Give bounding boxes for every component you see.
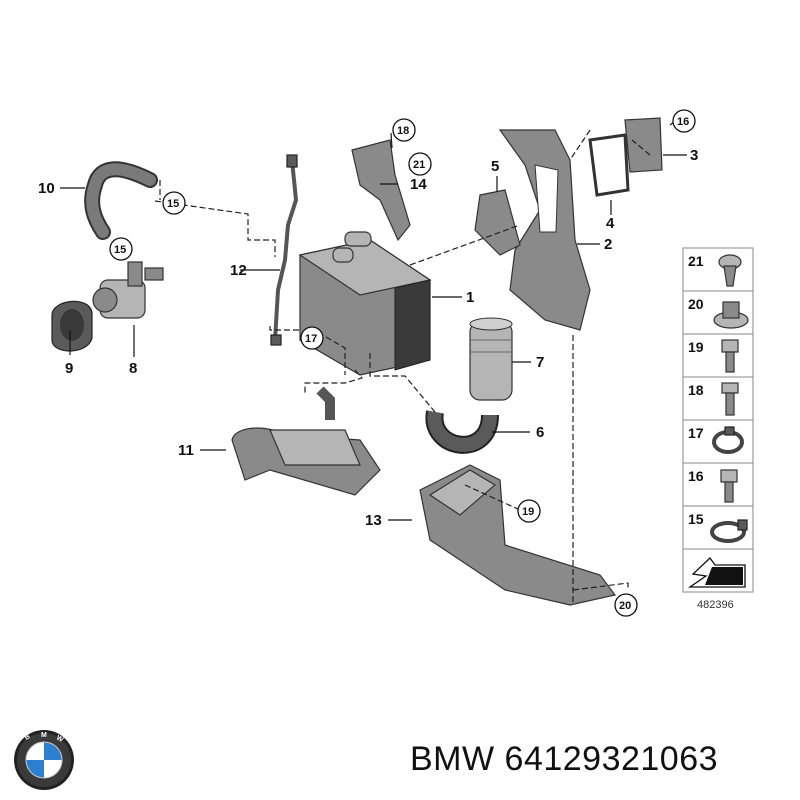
callout-7: 7 [536, 354, 544, 371]
part-number-caption: BMW 64129321063 [410, 740, 719, 778]
callout-8: 8 [129, 360, 137, 377]
filter-part-7 [469, 317, 513, 401]
bolt-16-icon [720, 469, 738, 503]
mount-part-3 [624, 117, 663, 173]
legend-label-19: 19 [688, 339, 704, 355]
legend-label-18: 18 [688, 382, 704, 398]
circled-ref-20: 20 [614, 593, 638, 617]
circled-ref-16: 16 [672, 109, 696, 133]
svg-text:15: 15 [167, 198, 179, 210]
callout-5: 5 [491, 158, 499, 175]
svg-text:B: B [24, 733, 32, 742]
pump-part-8 [92, 261, 164, 319]
hose-clamp-15-icon [710, 519, 748, 543]
callout-13: 13 [365, 512, 382, 529]
reference-code: 482396 [697, 599, 734, 611]
svg-text:17: 17 [305, 333, 317, 345]
hose-clamp-17-icon [712, 426, 744, 454]
svg-text:16: 16 [677, 116, 689, 128]
bolt-19-icon [721, 339, 739, 373]
main-bracket-part-2 [498, 129, 591, 331]
legend-cell-15 [682, 505, 754, 550]
callout-10: 10 [38, 180, 55, 197]
mount-ring-part-9 [51, 300, 93, 352]
silencer-part-11 [231, 386, 381, 496]
bracket-part-5 [474, 189, 521, 256]
fastener-legend: 21 20 19 18 17 16 15 [682, 247, 754, 611]
flange-nut-icon [713, 301, 749, 329]
svg-text:19: 19 [522, 506, 534, 518]
legend-cell-16 [682, 462, 754, 507]
callout-6: 6 [536, 424, 544, 441]
bmw-logo: B M W [14, 730, 74, 790]
circled-ref-17: 17 [300, 326, 324, 350]
u-hose-part-6 [425, 410, 499, 454]
legend-label-15: 15 [688, 511, 704, 527]
svg-text:15: 15 [114, 244, 126, 256]
heater-unit-part-1 [298, 231, 432, 376]
bolt-18-icon [721, 382, 739, 416]
callout-2: 2 [604, 236, 612, 253]
circled-ref-15b: 15 [109, 237, 133, 261]
gasket-part-4 [588, 133, 630, 197]
callout-1: 1 [466, 289, 474, 306]
legend-label-21: 21 [688, 253, 704, 269]
circled-ref-21: 21 [408, 152, 432, 176]
small-bracket-part-14 [351, 139, 411, 242]
circled-ref-19: 19 [517, 499, 541, 523]
bottom-bracket-part-13 [419, 464, 617, 606]
legend-cell-18 [682, 376, 754, 421]
legend-label-16: 16 [688, 468, 704, 484]
callout-14: 14 [410, 176, 427, 193]
svg-text:21: 21 [413, 159, 425, 171]
svg-text:M: M [41, 732, 47, 739]
legend-label-20: 20 [688, 296, 704, 312]
circled-ref-15a: 15 [162, 191, 186, 215]
callout-9: 9 [65, 360, 73, 377]
callout-12: 12 [230, 262, 247, 279]
clip-icon [718, 254, 742, 287]
callout-4: 4 [606, 215, 615, 232]
callout-3: 3 [690, 147, 698, 164]
svg-text:20: 20 [619, 600, 631, 612]
svg-text:W: W [55, 735, 64, 744]
callout-11: 11 [178, 442, 194, 459]
circled-ref-18: 18 [392, 118, 416, 142]
legend-label-17: 17 [688, 425, 704, 441]
svg-text:18: 18 [397, 125, 409, 137]
fuel-pipe-part-12 [270, 154, 299, 346]
direction-arrow-icon [687, 557, 746, 588]
hose-part-10 [84, 161, 158, 240]
